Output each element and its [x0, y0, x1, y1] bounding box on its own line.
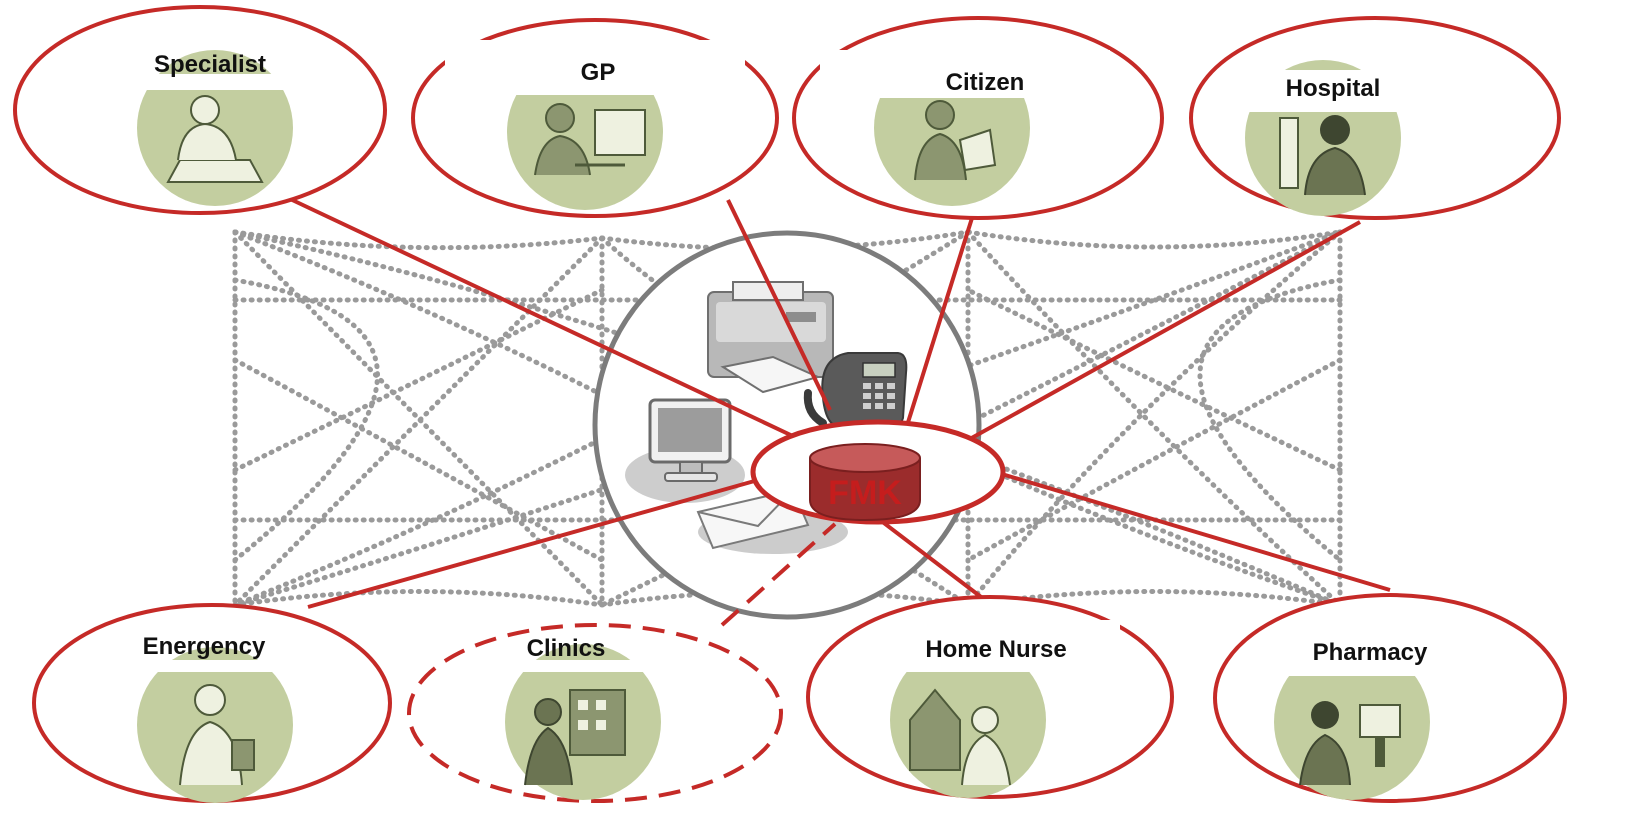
pharmacist-icon — [1274, 634, 1438, 800]
link-home-nurse — [878, 518, 987, 602]
node-pharmacy[interactable]: Pharmacy — [1213, 593, 1567, 803]
home-nurse-icon — [890, 620, 1120, 798]
hospital-staff-icon — [1245, 60, 1405, 216]
node-clinics[interactable]: Clinics — [407, 623, 783, 803]
node-energency[interactable]: Energency — [32, 603, 392, 803]
node-label: Home Nurse — [925, 636, 1066, 663]
node-label: Specialist — [154, 51, 266, 78]
stakeholder-nodes: Specialist GP C — [13, 5, 1567, 803]
link-clinics — [720, 522, 837, 627]
link-energency — [307, 478, 759, 609]
node-specialist[interactable]: Specialist — [13, 5, 387, 215]
doctor-at-computer-icon — [445, 40, 745, 210]
link-hospital — [967, 220, 1361, 442]
database-icon — [809, 443, 921, 522]
node-label: GP — [581, 59, 616, 86]
node-label: Clinics — [527, 635, 606, 662]
citizen-icon — [820, 50, 1110, 206]
node-gp[interactable]: GP — [411, 18, 779, 218]
node-hospital[interactable]: Hospital — [1189, 16, 1561, 220]
link-gp — [726, 199, 832, 411]
emergency-staff-icon — [137, 647, 293, 803]
fmk-hub[interactable]: FMK — [750, 419, 1006, 525]
link-pharmacy — [994, 470, 1391, 592]
link-specialist — [287, 196, 798, 440]
person-with-laptop-icon — [137, 50, 293, 206]
node-citizen[interactable]: Citizen — [792, 16, 1164, 220]
clinic-building-icon — [505, 644, 665, 800]
node-label: Energency — [143, 633, 266, 660]
node-label: Pharmacy — [1313, 639, 1428, 666]
node-label: Hospital — [1286, 75, 1381, 102]
node-home-nurse[interactable]: Home Nurse — [806, 595, 1174, 799]
hub-connections — [287, 196, 1391, 627]
fmk-label: FMK — [828, 474, 902, 512]
node-label: Citizen — [946, 69, 1025, 96]
monitor-icon — [625, 398, 745, 503]
link-citizen — [903, 217, 974, 433]
